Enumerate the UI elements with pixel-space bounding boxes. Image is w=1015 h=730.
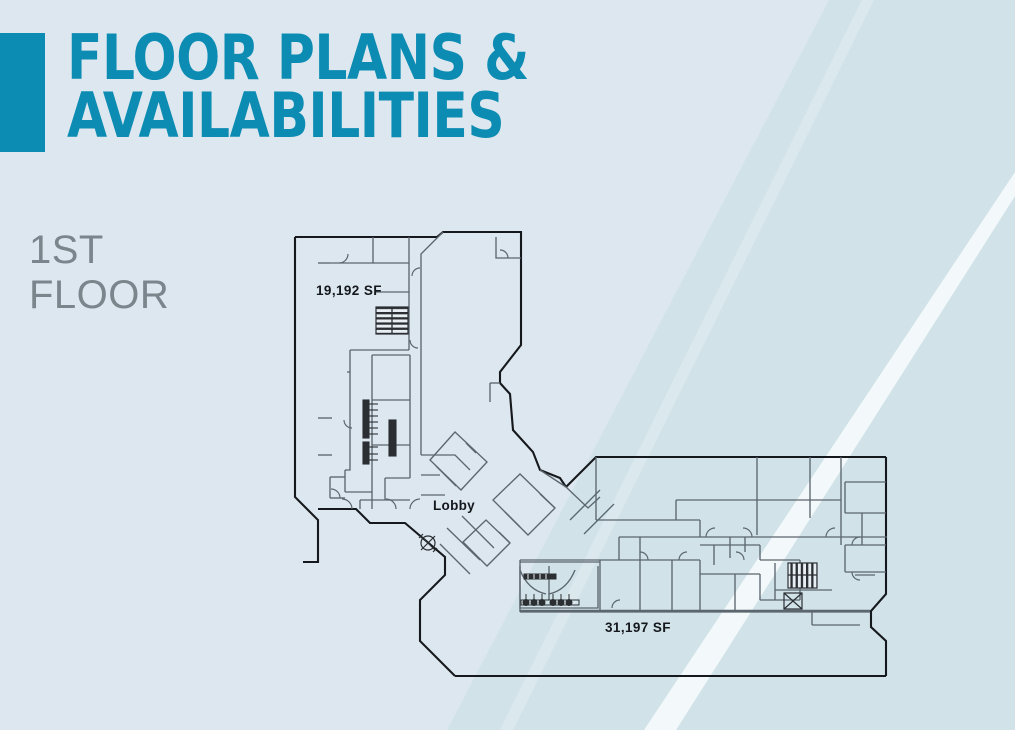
suite-south-sf-label: 31,197 SF: [605, 620, 671, 635]
diagonal-wedge: [447, 0, 1015, 730]
diagonal-stripe: [644, 172, 1015, 730]
door-swings: [330, 249, 861, 609]
restroom-north: [362, 399, 397, 465]
interior-walls-south: [519, 457, 887, 626]
stair-south: [774, 562, 832, 600]
page-header: FLOOR PLANS & AVAILABILITIES: [0, 27, 564, 152]
floor-indicator: 1ST FLOOR: [29, 228, 169, 318]
page-title-line-1: FLOOR PLANS &: [67, 21, 529, 94]
interior-walls-northeast: [420, 231, 521, 455]
lobby-atrium: [421, 431, 619, 575]
floor-indicator-line-2: FLOOR: [29, 273, 170, 318]
restroom-south: [519, 566, 599, 609]
page-title: FLOOR PLANS & AVAILABILITIES: [67, 21, 564, 152]
page-title-line-2: AVAILABILITIES: [67, 78, 505, 152]
diagonal-stripe-secondary: [500, 0, 874, 730]
lobby-label: Lobby: [433, 498, 475, 513]
revolving-door: [418, 533, 438, 553]
elevator-south: [783, 592, 803, 610]
stair-north: [375, 306, 409, 335]
floor-indicator-line-1: 1ST: [29, 228, 104, 272]
interior-walls-northwest: [318, 237, 411, 509]
title-accent-bar: [0, 33, 45, 152]
suite-north-sf-label: 19,192 SF: [316, 283, 382, 298]
